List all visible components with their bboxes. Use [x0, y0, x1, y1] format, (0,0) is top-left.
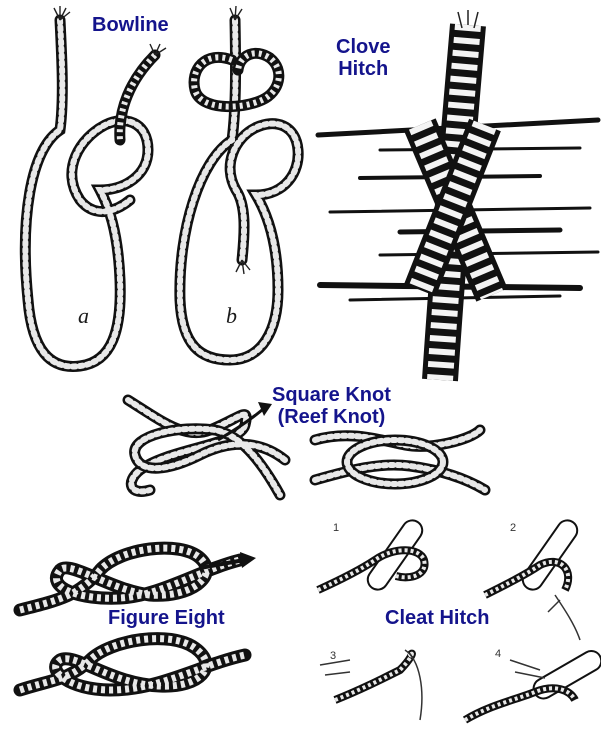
square-knot-title-line1: Square Knot	[272, 384, 391, 406]
clove-hitch-title: Clove Hitch	[336, 36, 390, 80]
figure-eight-title: Figure Eight	[108, 607, 225, 629]
cleat-step-label-2: 2	[510, 522, 516, 534]
bowline-sub-b: b	[226, 303, 237, 329]
hand-icon	[510, 660, 545, 678]
square-knot-title-line2: (Reef Knot)	[272, 406, 391, 428]
cleat-step-label-4: 4	[495, 648, 501, 660]
arrow-icon	[240, 552, 256, 568]
bowline-sub-a: a	[78, 303, 89, 329]
clove-hitch-title-line2: Hitch	[336, 58, 390, 80]
clove-hitch-title-line1: Clove	[336, 36, 390, 58]
cleat-step-label-3: 3	[330, 650, 336, 662]
hand-icon	[548, 595, 580, 640]
bowline-diagram	[25, 6, 298, 366]
arrow-icon	[258, 402, 272, 416]
cleat-step-label-1: 1	[333, 522, 339, 534]
bowline-title: Bowline	[92, 14, 169, 36]
cleat-step-4	[465, 647, 601, 720]
cleat-hitch-title: Cleat Hitch	[385, 607, 489, 629]
cleat-step-2	[485, 516, 581, 640]
square-knot-title: Square Knot (Reef Knot)	[272, 384, 391, 428]
